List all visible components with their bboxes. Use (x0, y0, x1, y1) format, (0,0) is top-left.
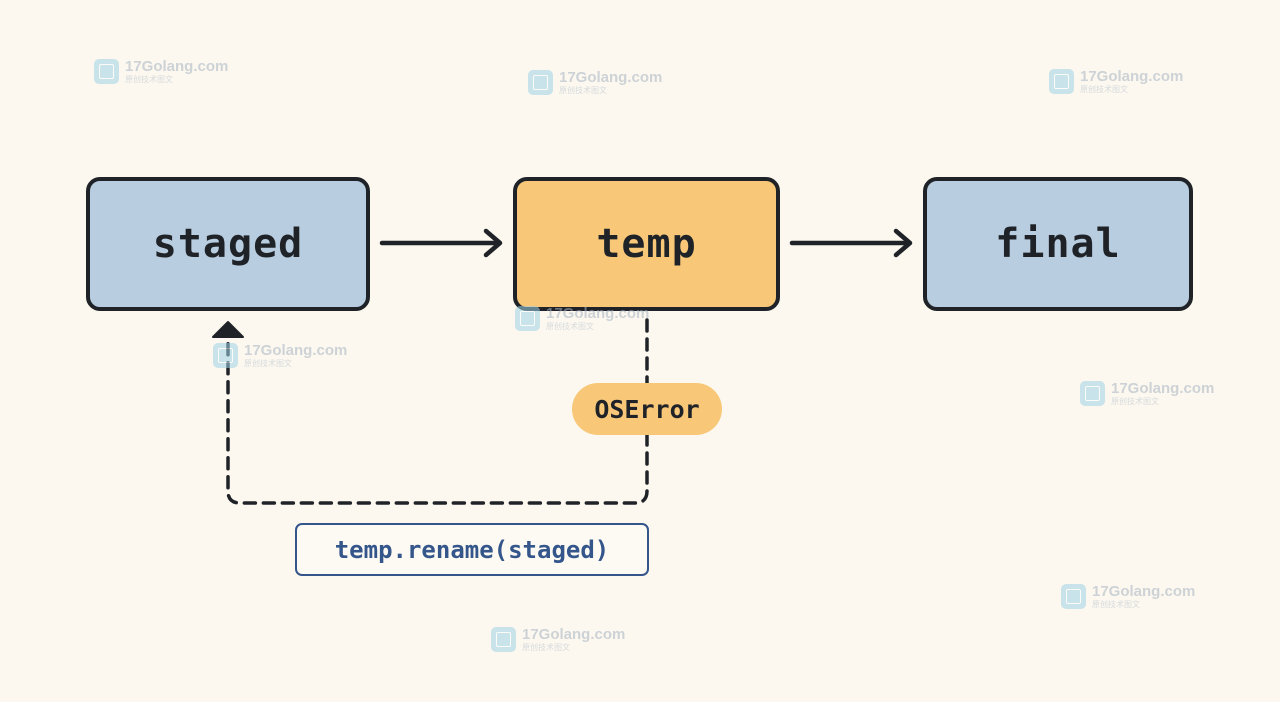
error-badge-label: OSError (594, 394, 700, 424)
watermark-name: 17Golang.com (522, 626, 626, 643)
arrowhead-recovery-to-staged (212, 321, 244, 338)
node-final: final (923, 177, 1193, 311)
watermark-subtitle: 原创技术图文 (125, 75, 173, 84)
watermark-logo-icon (1061, 584, 1086, 609)
watermark-name: 17Golang.com (1080, 68, 1184, 85)
watermark-logo-icon (213, 343, 238, 368)
watermark-subtitle: 原创技术图文 (1080, 85, 1128, 94)
arrowhead-temp-to-final (893, 228, 913, 258)
watermark-logo-icon (94, 59, 119, 84)
recovery-code-text: temp.rename(staged) (334, 535, 610, 564)
watermark-subtitle: 原创技术图文 (1111, 397, 1159, 406)
watermark-subtitle: 原创技术图文 (522, 643, 570, 652)
watermark-name: 17Golang.com (1111, 380, 1215, 397)
watermark-subtitle: 原创技术图文 (1092, 600, 1140, 609)
watermark-name: 17Golang.com (559, 69, 663, 86)
watermark-logo-icon (1080, 381, 1105, 406)
watermark-name: 17Golang.com (125, 58, 229, 75)
watermark-logo-icon (528, 70, 553, 95)
watermark-subtitle: 原创技术图文 (559, 86, 607, 95)
watermark-subtitle: 原创技术图文 (546, 322, 594, 331)
dashed-recovery-path (226, 318, 649, 505)
watermark-name: 17Golang.com (546, 305, 650, 322)
node-final-label: final (995, 221, 1121, 267)
node-staged: staged (86, 177, 370, 311)
recovery-code-label: temp.rename(staged) (295, 523, 649, 576)
watermark-logo-icon (491, 627, 516, 652)
watermark-logo-icon (515, 306, 540, 331)
error-badge: OSError (572, 383, 722, 435)
watermark-name: 17Golang.com (1092, 583, 1196, 600)
watermark-name: 17Golang.com (244, 342, 348, 359)
watermark-subtitle: 原创技术图文 (244, 359, 292, 368)
watermark-logo-icon (1049, 69, 1074, 94)
node-staged-label: staged (152, 221, 304, 267)
node-temp-label: temp (596, 221, 697, 267)
node-temp: temp (513, 177, 780, 311)
arrowhead-staged-to-temp (483, 228, 503, 258)
